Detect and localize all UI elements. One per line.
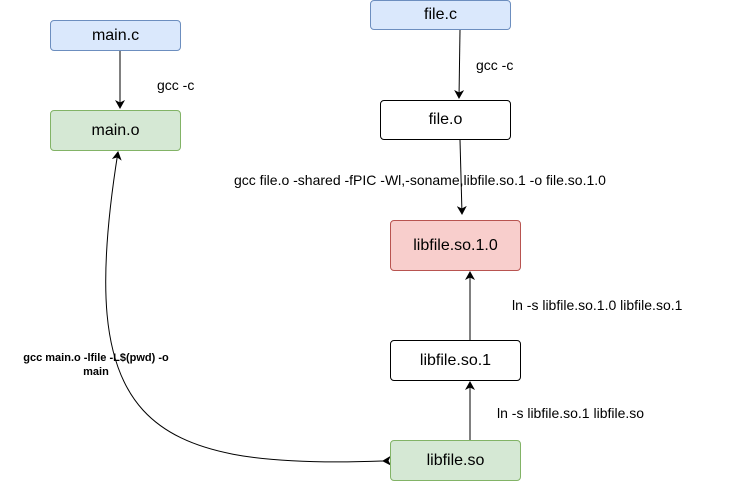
node-libfile-so-1[interactable]: libfile.so.1 — [390, 340, 521, 381]
node-main-o[interactable]: main.o — [50, 110, 181, 151]
edge-file-o-to-libfile-so-1-0 — [456, 139, 467, 215]
edge-label-link-so: ln -s libfile.so.1 libfile.so — [497, 405, 645, 421]
edge-label-link-main: gcc main.o -lfile -L$(pwd) -o main — [23, 352, 169, 378]
edge-file-c-to-file-o — [454, 29, 465, 99]
edge-main-o-libfile-so-bidirectional — [105, 151, 392, 466]
edge-label-link-so-1: ln -s libfile.so.1.0 libfile.so.1 — [512, 297, 683, 313]
edge-label-file-compile: gcc -c — [476, 57, 514, 73]
node-file-o[interactable]: file.o — [380, 100, 511, 140]
edge-label-shared-build: gcc file.o -shared -fPIC -Wl,-soname,lib… — [234, 172, 606, 188]
node-file-c[interactable]: file.c — [370, 0, 511, 30]
node-libfile-so[interactable]: libfile.so — [390, 440, 521, 481]
node-libfile-so-1-0[interactable]: libfile.so.1.0 — [390, 220, 521, 271]
edge-label-main-compile: gcc -c — [157, 77, 195, 93]
node-main-c[interactable]: main.c — [50, 20, 181, 51]
